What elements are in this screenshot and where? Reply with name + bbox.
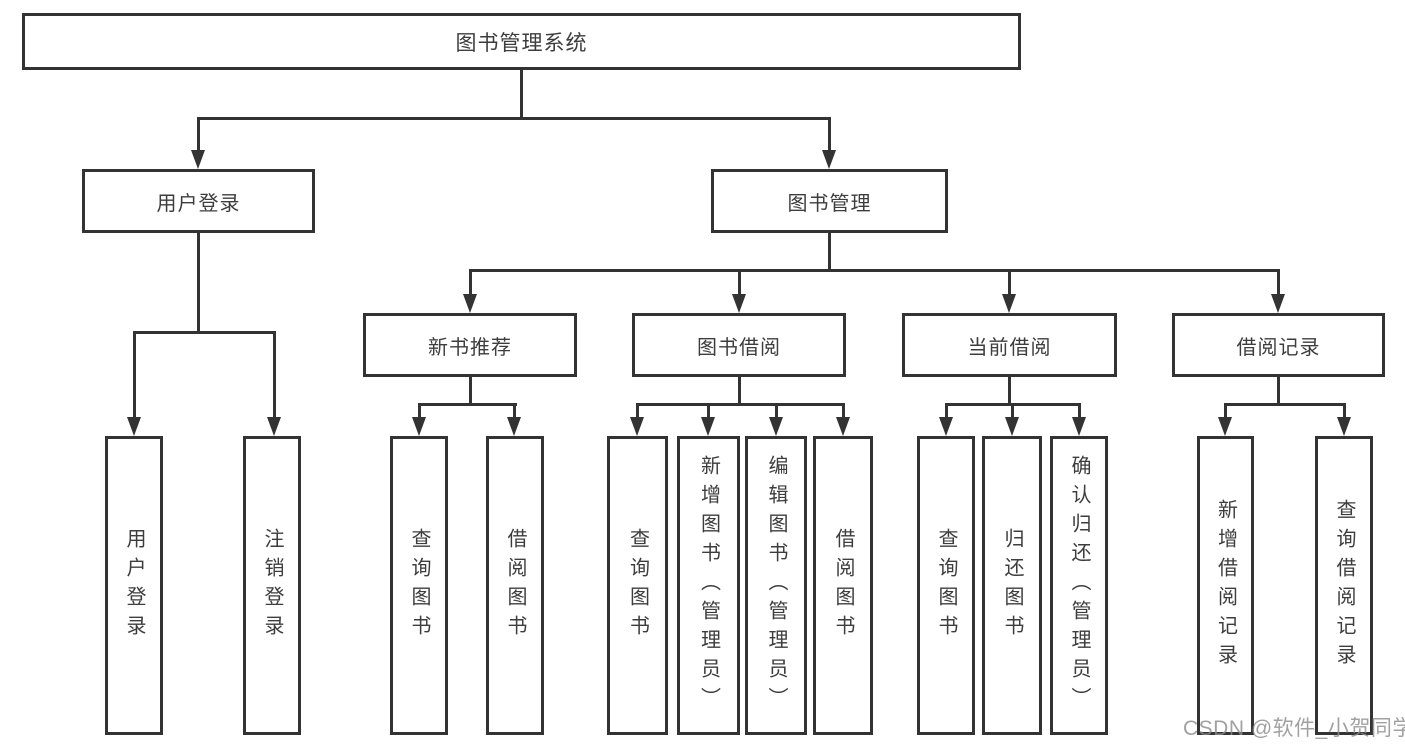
connector-line (469, 269, 1280, 272)
leaf-confirm-return-admin: 确认归还（管理员） (1050, 436, 1108, 735)
connector-line (273, 331, 276, 417)
connector-line (945, 403, 948, 417)
connector-line (1011, 403, 1014, 417)
connector-line (636, 403, 639, 417)
connector-line (707, 403, 710, 417)
connector-line (828, 233, 831, 271)
connector-line (418, 403, 421, 417)
connector-line (513, 403, 516, 417)
arrow-down-icon (822, 150, 836, 169)
connector-line (469, 376, 472, 405)
leaf-borrow-books: 借阅图书 (813, 436, 873, 735)
arrow-down-icon (701, 417, 715, 436)
connector-line (197, 117, 200, 150)
connector-line (1008, 376, 1011, 405)
connector-line (133, 331, 276, 334)
arrow-down-icon (1271, 294, 1285, 313)
arrow-down-icon (267, 417, 281, 436)
connector-line (738, 376, 741, 405)
connector-line (775, 403, 778, 417)
connector-line (738, 269, 741, 294)
connector-line (520, 70, 523, 117)
connector-line (197, 233, 200, 333)
arrow-down-icon (836, 417, 850, 436)
node-root: 图书管理系统 (22, 13, 1021, 70)
node-book-borrow: 图书借阅 (632, 313, 846, 377)
leaf-query-books-current: 查询图书 (917, 436, 975, 735)
arrow-down-icon (939, 417, 953, 436)
arrow-down-icon (191, 150, 205, 169)
leaf-return-books: 归还图书 (982, 436, 1042, 735)
connector-line (636, 403, 845, 406)
connector-line (1078, 403, 1081, 417)
arrow-down-icon (1005, 417, 1019, 436)
arrow-down-icon (127, 417, 141, 436)
leaf-query-borrow-record: 查询借阅记录 (1315, 436, 1373, 735)
node-user-login-branch: 用户登录 (82, 169, 315, 233)
leaf-query-books-borrow: 查询图书 (607, 436, 668, 735)
node-new-book-recommend: 新书推荐 (363, 313, 577, 377)
leaf-logout: 注销登录 (243, 436, 301, 735)
leaf-edit-books-admin: 编辑图书（管理员） (745, 436, 807, 735)
connector-line (1277, 376, 1280, 405)
connector-line (842, 403, 845, 417)
node-borrow-records: 借阅记录 (1172, 313, 1385, 377)
leaf-add-books-admin: 新增图书（管理员） (677, 436, 740, 735)
leaf-user-login: 用户登录 (105, 436, 163, 735)
arrow-down-icon (507, 417, 521, 436)
arrow-down-icon (1337, 417, 1351, 436)
leaf-add-borrow-record: 新增借阅记录 (1197, 436, 1254, 735)
arrow-down-icon (732, 294, 746, 313)
arrow-down-icon (1218, 417, 1232, 436)
arrow-down-icon (1072, 417, 1086, 436)
arrow-down-icon (630, 417, 644, 436)
connector-line (469, 269, 472, 294)
connector-line (418, 403, 517, 406)
connector-line (1343, 403, 1346, 417)
leaf-query-books-recommend: 查询图书 (390, 436, 448, 735)
csdn-watermark: CSDN @软件_小贺同学 (1183, 717, 1405, 740)
connector-line (1224, 403, 1227, 417)
node-book-management-branch: 图书管理 (711, 169, 948, 233)
connector-line (197, 117, 831, 120)
arrow-down-icon (412, 417, 426, 436)
arrow-down-icon (1002, 294, 1016, 313)
connector-line (1277, 269, 1280, 294)
connector-line (133, 331, 136, 417)
connector-line (1008, 269, 1011, 294)
connector-line (1224, 403, 1346, 406)
leaf-borrow-books-recommend: 借阅图书 (486, 436, 544, 735)
arrow-down-icon (463, 294, 477, 313)
node-current-borrow: 当前借阅 (902, 313, 1117, 377)
connector-line (828, 117, 831, 150)
arrow-down-icon (769, 417, 783, 436)
